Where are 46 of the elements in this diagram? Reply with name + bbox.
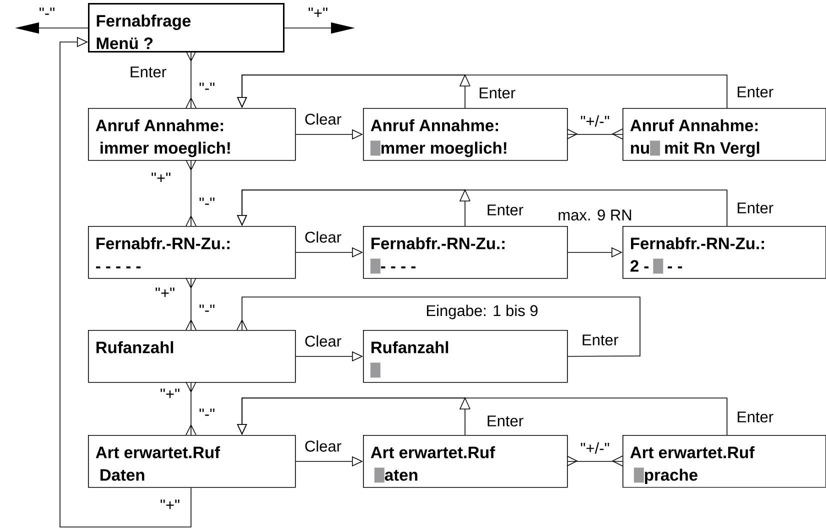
connector <box>186 382 196 436</box>
display-box: Rufanzahl <box>363 330 568 383</box>
edge-label: Enter <box>582 334 618 346</box>
edge-label: "+/-" <box>580 442 610 454</box>
edge-label: Enter <box>480 88 516 98</box>
edge-label: "+" <box>160 500 180 509</box>
edge-label: Clear <box>305 335 342 347</box>
connector <box>186 278 196 330</box>
display-box: Rufanzahl <box>88 330 296 383</box>
key-label: "-" <box>200 198 214 205</box>
edge-label: max. 9 RN <box>558 210 632 220</box>
edge-label: Enter <box>488 416 524 426</box>
key-label: "-" <box>200 408 214 416</box>
connector <box>236 296 640 357</box>
display-box: Fernabfr.-RN-Zu.: - - - - - <box>88 226 296 279</box>
arrow <box>60 36 192 528</box>
note-text: Eingabe: 1 bis 9 <box>426 304 538 320</box>
key-label: "-" <box>200 304 214 312</box>
edge-label: Enter <box>738 412 774 422</box>
edge-label: Enter <box>488 204 524 216</box>
edge-label: Enter <box>738 86 774 98</box>
edge-label: "+" <box>156 288 174 297</box>
edge-label: "+" <box>308 8 328 17</box>
edge-label: Enter <box>130 66 166 78</box>
key-label: "-" <box>200 82 214 90</box>
display-box: Anruf Annahme: mmer moeglich! <box>363 108 568 161</box>
display-box: Art erwartet.Ruf prache <box>622 435 826 488</box>
display-box: Fernabfr.-RN-Zu.: - - - - <box>363 226 568 279</box>
edge-label: "+" <box>160 388 180 398</box>
connector <box>566 128 623 140</box>
edge-label: "+/-" <box>580 115 610 127</box>
connector <box>186 50 196 108</box>
edge-label: Clear <box>305 231 342 243</box>
display-box: Fernabfrage Menü ? <box>88 3 284 52</box>
edge-label: "-" <box>40 8 54 15</box>
edge-label: Clear <box>305 440 342 452</box>
display-box: Fernabfr.-RN-Zu.: 2 - - - <box>622 226 826 279</box>
edge-label: Enter <box>738 202 774 214</box>
connector <box>186 160 196 226</box>
display-box: Art erwartet.Ruf Daten <box>88 435 296 488</box>
edge-label: "+" <box>152 172 170 182</box>
display-box: Art erwartet.Ruf aten <box>363 435 568 488</box>
edge-label: Clear <box>305 113 342 125</box>
connector <box>566 456 623 466</box>
display-box: Anruf Annahme: nu mit Rn Vergl <box>622 108 826 161</box>
display-box: Anruf Annahme: immer moeglich! <box>88 108 296 161</box>
